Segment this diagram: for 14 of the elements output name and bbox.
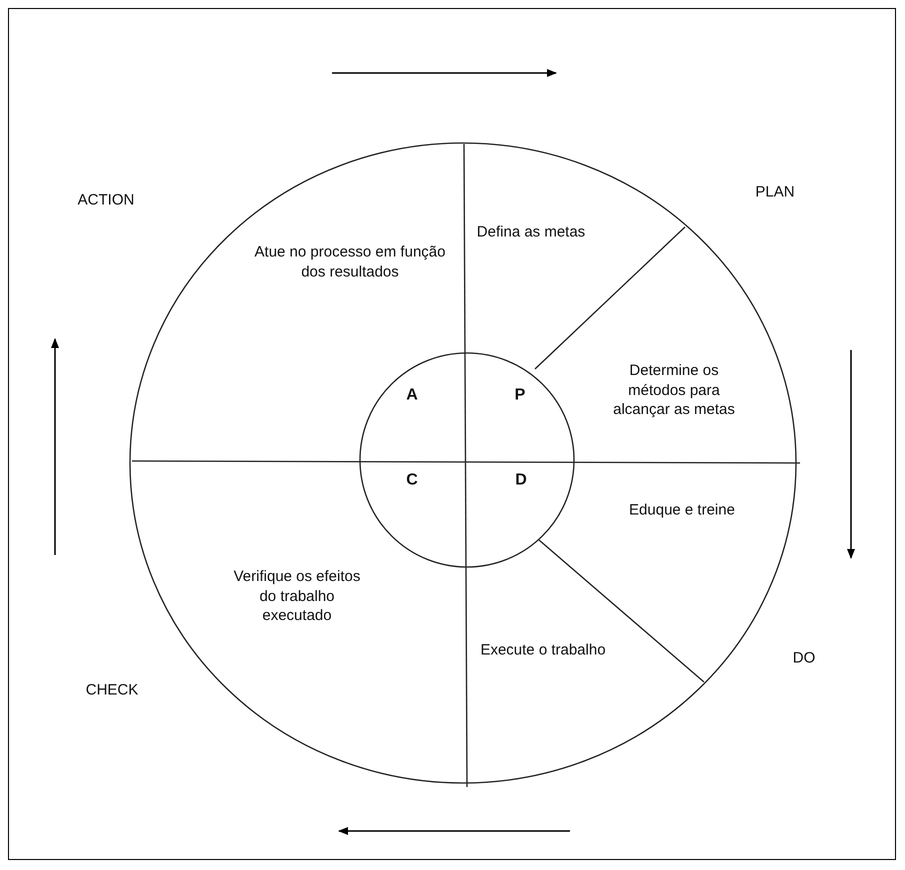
phase-label: CHECK	[86, 682, 138, 698]
sector-text: Execute o trabalho	[478, 640, 608, 660]
sector-text: Verifique os efeitos do trabalho executado	[232, 566, 362, 626]
quadrant-letter: A	[400, 386, 424, 406]
quadrant-letter: C	[400, 470, 424, 492]
sector-text: Atue no processo em função dos resultados	[250, 242, 450, 282]
sector-text: Defina as metas	[471, 222, 591, 242]
sector-text: Eduque e treine	[622, 500, 742, 520]
sector-text: Determine os métodos para alcançar as metas	[604, 360, 744, 420]
quadrant-letter: D	[509, 470, 533, 492]
quadrant-letter: P	[508, 386, 532, 406]
phase-label: ACTION	[78, 192, 134, 208]
phase-label: PLAN	[755, 184, 795, 200]
phase-label: DO	[792, 650, 816, 666]
